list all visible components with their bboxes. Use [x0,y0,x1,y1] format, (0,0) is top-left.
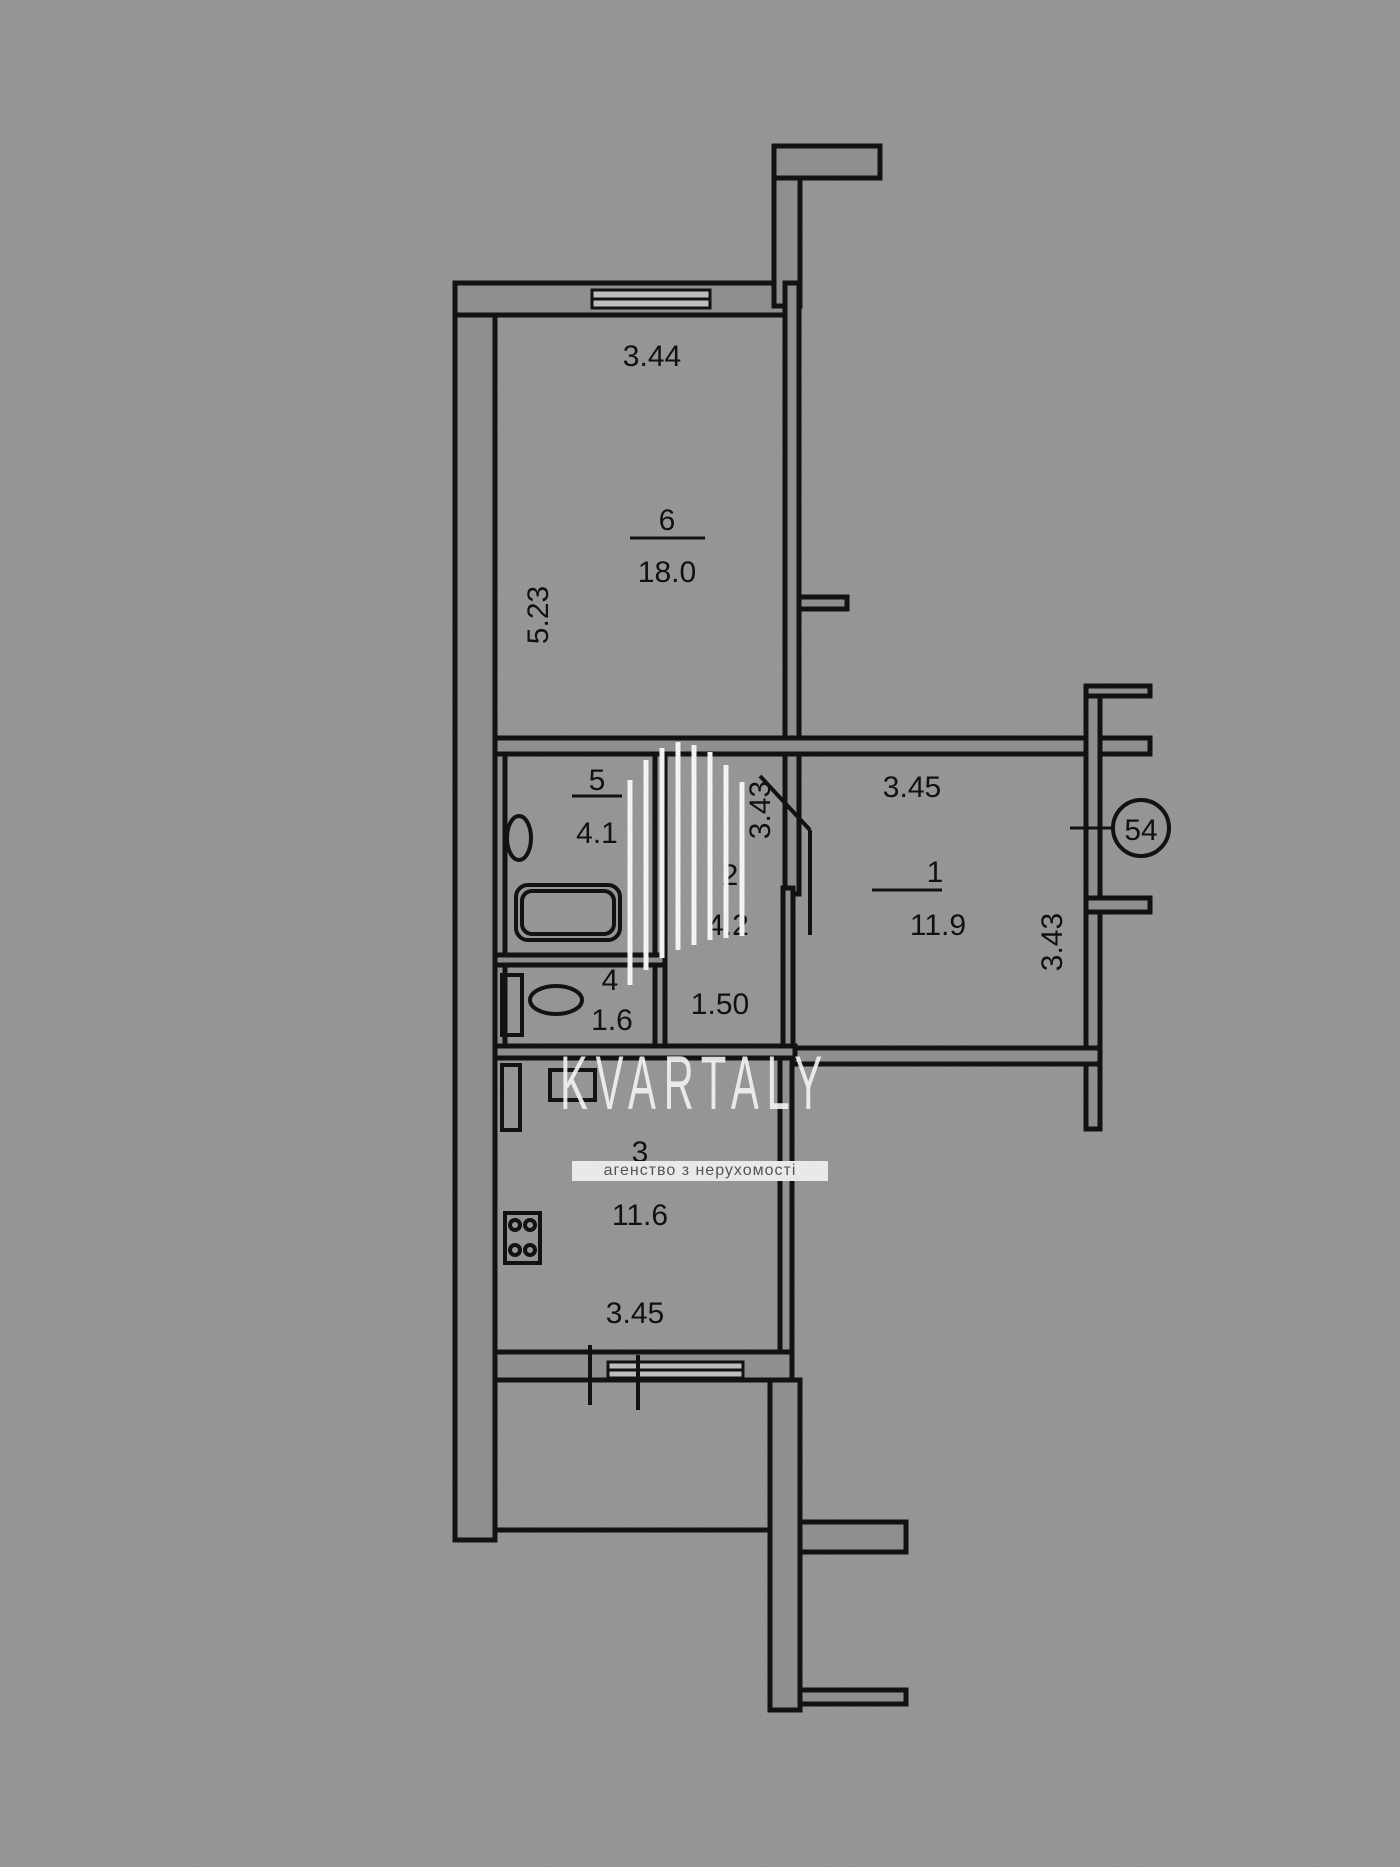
wall-lower-return [797,1519,909,1555]
room-4-number: 4 [602,964,619,997]
wall-room1-bottom [782,1045,1103,1067]
dim-room1-width: 3.45 [883,771,941,804]
wall-bottom-stub [797,1687,909,1707]
room-4-area: 1.6 [591,1004,633,1037]
dim-room6-width: 3.44 [623,340,681,373]
kitchen-counter [500,1063,522,1132]
wall-hall-right-upper [782,751,802,897]
apartment-number: 54 [1124,814,1157,847]
dim-kitchen-width: 3.45 [606,1297,664,1330]
wall-kitchen-top [492,1043,798,1061]
wall-lower-right [767,1377,803,1713]
wall-room6-stub [796,594,850,612]
kitchen-sink [548,1068,597,1102]
fixtures [500,774,812,1410]
windows [590,288,745,1380]
watermark-tagline: агенство з нерухомості [572,1161,828,1181]
room-5-number: 5 [589,764,606,797]
room-5-area: 4.1 [576,817,618,850]
room-label-bars [572,536,942,892]
dimension-labels: 3.44 5.23 3.45 3.43 3.43 1.50 3.45 54 [522,340,1158,1330]
room-1-area: 11.9 [910,909,966,942]
wall-bath-wc-divider [492,952,668,968]
room-1-number: 1 [927,856,944,889]
watermark-brand: KVARTALY [560,1041,830,1126]
wall-mid-horizontal [492,735,1153,757]
wall-room6-right [782,280,802,748]
sink-bath [505,814,533,862]
dim-hall-length: 3.43 [744,781,777,839]
toilet-tank [500,973,524,1037]
room-6-area: 18.0 [638,556,696,589]
wall-left-exterior [452,280,498,1543]
dim-room6-length: 5.23 [522,586,555,644]
toilet-bowl [528,984,584,1016]
wall-hall-right-lower [780,885,796,1066]
room-3-area: 11.6 [612,1199,668,1232]
wall-room1-stub-bottom [1083,895,1153,915]
room-6-number: 6 [659,504,676,537]
vertical-lines-logo-icon [627,742,745,985]
stove [503,1211,542,1265]
wall-room1-stub-top [1083,683,1153,699]
room-3-number: 3 [632,1136,649,1169]
wall-top-return [771,143,883,181]
dim-room1-length: 3.43 [1036,913,1069,971]
bathtub [514,883,622,942]
dim-hall-width: 1.50 [691,988,749,1021]
walls [452,143,1153,1713]
